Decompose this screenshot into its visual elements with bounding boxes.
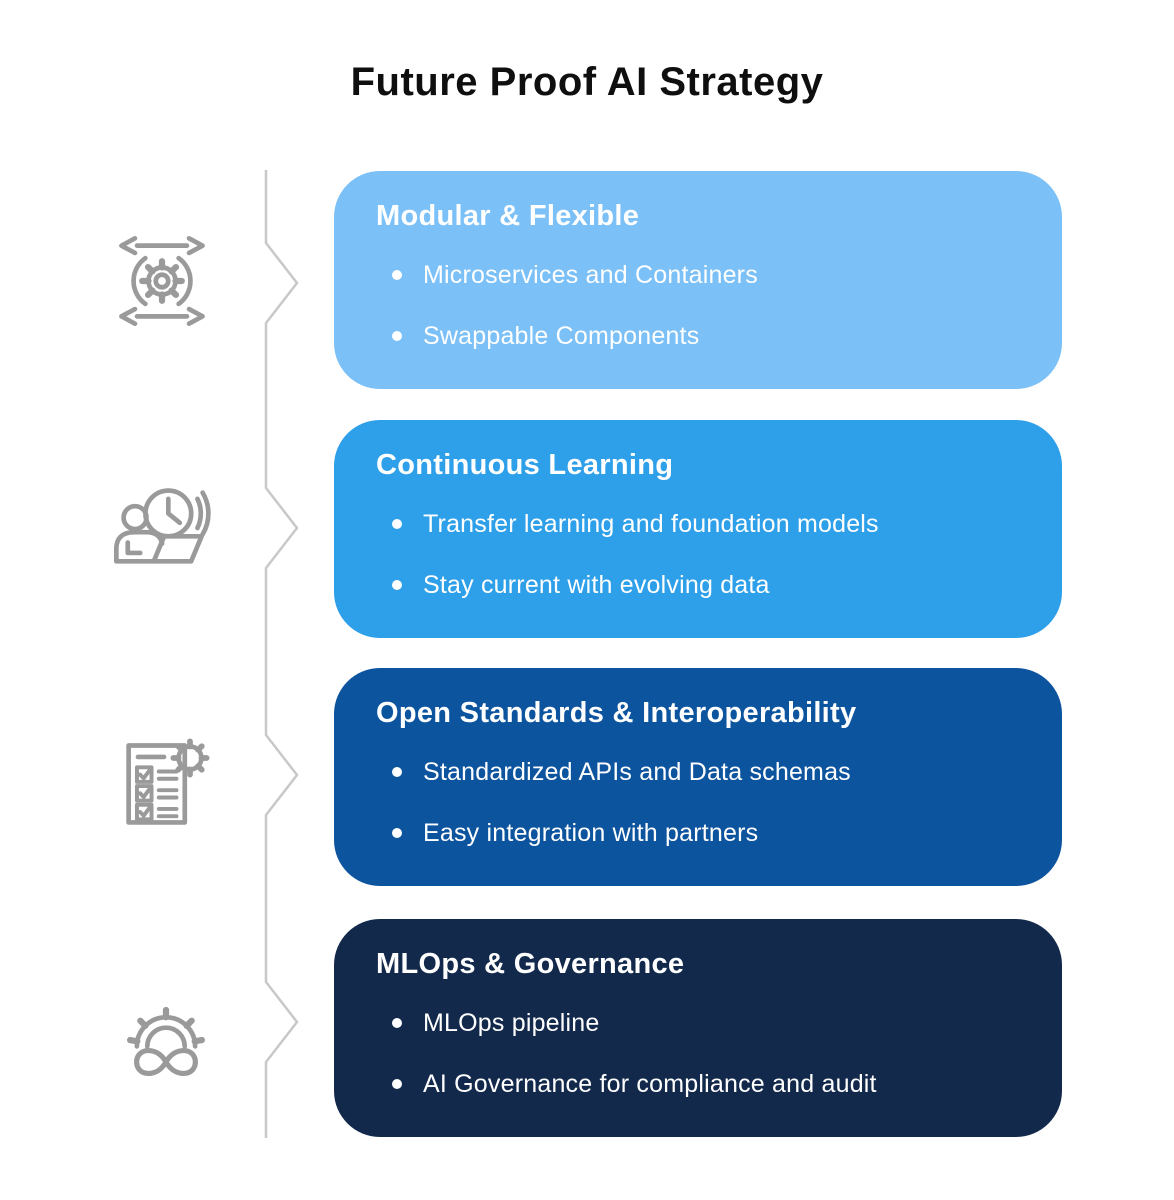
bullet-dot-icon [392,519,402,529]
bullet-text: AI Governance for compliance and audit [423,1070,877,1098]
mlops-infinity-icon [114,984,218,1088]
page-title: Future Proof AI Strategy [350,60,824,104]
bullet-text: MLOps pipeline [423,1009,600,1037]
bullet-dot-icon [392,1018,402,1028]
timeline-connector [264,170,299,1138]
bullet-dot-icon [392,828,402,838]
card-title: Continuous Learning [376,449,674,481]
bullet-dot-icon [392,1079,402,1089]
card-title: Modular & Flexible [376,200,640,232]
bullet-item: Easy integration with partners [392,816,1020,850]
bullet-dot-icon [392,270,402,280]
bullet-list: Standardized APIs and Data schemas Easy … [376,755,1020,850]
bullet-text: Microservices and Containers [423,261,758,289]
bullet-text: Standardized APIs and Data schemas [423,758,851,786]
bullet-list: Microservices and Containers Swappable C… [376,258,1020,353]
bullet-text: Transfer learning and foundation models [423,510,879,538]
bullet-item: Microservices and Containers [392,258,1020,292]
bullet-list: Transfer learning and foundation models … [376,507,1020,602]
bullet-text: Easy integration with partners [423,819,759,847]
card-title: MLOps & Governance [376,948,685,980]
learning-time-icon [108,476,212,580]
bullet-text: Swappable Components [423,322,700,350]
bullet-dot-icon [392,580,402,590]
strategy-card-continuous-learning: Continuous Learning Transfer learning an… [334,420,1062,638]
bullet-item: Transfer learning and foundation models [392,507,1020,541]
card-title: Open Standards & Interoperability [376,697,857,729]
checklist-gear-icon [112,733,216,837]
bullet-item: MLOps pipeline [392,1006,1020,1040]
bullet-dot-icon [392,767,402,777]
bullet-list: MLOps pipeline AI Governance for complia… [376,1006,1020,1101]
bullet-item: Stay current with evolving data [392,568,1020,602]
bullet-item: AI Governance for compliance and audit [392,1067,1020,1101]
bullet-text: Stay current with evolving data [423,571,770,599]
strategy-card-open-standards: Open Standards & Interoperability Standa… [334,668,1062,886]
strategy-card-mlops-governance: MLOps & Governance MLOps pipeline AI Gov… [334,919,1062,1137]
bullet-dot-icon [392,331,402,341]
agile-process-icon [110,229,214,333]
bullet-item: Standardized APIs and Data schemas [392,755,1020,789]
strategy-card-modular-flexible: Modular & Flexible Microservices and Con… [334,171,1062,389]
bullet-item: Swappable Components [392,319,1020,353]
